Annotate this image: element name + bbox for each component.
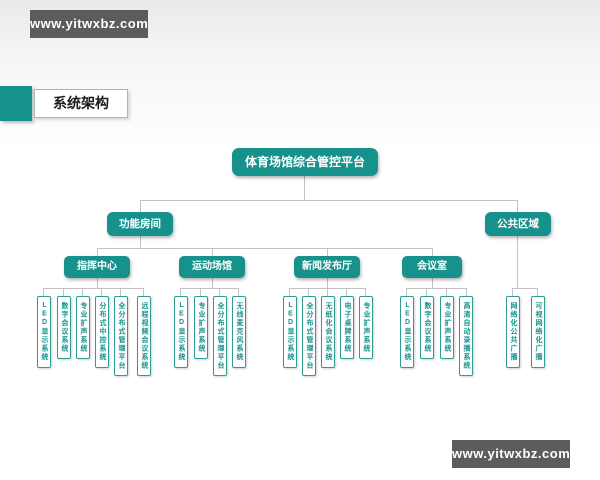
group-node-meeting-room: 会议室 <box>402 256 462 278</box>
connector-line <box>327 288 328 296</box>
connector-line <box>82 288 83 296</box>
connector-line <box>43 288 144 289</box>
page-title: 系统架构 <box>34 89 128 118</box>
connector-line <box>289 288 290 296</box>
connector-line <box>63 288 64 296</box>
connector-line <box>140 200 141 212</box>
connector-line <box>97 278 98 288</box>
connector-line <box>97 248 432 249</box>
leaf-node: 无纸化会议系统 <box>321 296 335 368</box>
leaf-node: 可视网络化广播 <box>531 296 545 368</box>
watermark-top: www.yitwxbz.com <box>30 10 148 38</box>
leaf-node: 高清自动录播系统 <box>459 296 473 376</box>
leaf-node: 数字会议系统 <box>57 296 71 359</box>
leaf-node: 分布式中控系统 <box>95 296 109 368</box>
connector-line <box>432 278 433 288</box>
leaf-node: 远程视频会议系统 <box>137 296 151 376</box>
group-node-press-hall: 新闻发布厅 <box>294 256 360 278</box>
leaf-node: 全分布式管理平台 <box>114 296 128 376</box>
connector-line <box>512 288 513 296</box>
connector-line <box>212 278 213 288</box>
leaf-node: 全分布式管理平台 <box>213 296 227 376</box>
leaf-node: 电子桌牌系统 <box>340 296 354 359</box>
leaf-node: 专业扩声系统 <box>359 296 373 359</box>
root-node: 体育场馆综合管控平台 <box>232 148 378 176</box>
connector-line <box>346 288 347 296</box>
connector-line <box>537 288 538 296</box>
connector-line <box>200 288 201 296</box>
connector-line <box>238 288 239 296</box>
leaf-node: 专业扩声系统 <box>194 296 208 359</box>
leaf-node: 网络化公共广播 <box>506 296 520 368</box>
connector-line <box>365 288 366 296</box>
leaf-node: 数字会议系统 <box>420 296 434 359</box>
connector-line <box>43 288 44 296</box>
connector-line <box>327 278 328 288</box>
heading-accent-block <box>0 86 32 121</box>
watermark-bottom: www.yitwxbz.com <box>452 440 570 468</box>
connector-line <box>219 288 220 296</box>
leaf-node: 专业扩声系统 <box>76 296 90 359</box>
connector-line <box>140 236 141 248</box>
connector-line <box>212 248 213 256</box>
connector-line <box>466 288 467 296</box>
connector-line <box>97 248 98 256</box>
connector-line <box>180 288 239 289</box>
leaf-node: LED显示系统 <box>283 296 297 368</box>
connector-line <box>143 288 144 296</box>
connector-line <box>180 288 181 296</box>
connector-line <box>406 288 407 296</box>
leaf-node: LED显示系统 <box>37 296 51 368</box>
connector-line <box>517 236 518 288</box>
branch-node-public-area: 公共区域 <box>485 212 551 236</box>
group-node-sports-venue: 运动场馆 <box>179 256 245 278</box>
leaf-node: 全分布式管理平台 <box>302 296 316 376</box>
connector-line <box>140 200 518 201</box>
connector-line <box>446 288 447 296</box>
connector-line <box>101 288 102 296</box>
connector-line <box>120 288 121 296</box>
connector-line <box>426 288 427 296</box>
connector-line <box>406 288 466 289</box>
leaf-node: LED显示系统 <box>174 296 188 368</box>
leaf-node: 无线麦克风系统 <box>232 296 246 368</box>
connector-line <box>517 200 518 212</box>
connector-line <box>512 288 538 289</box>
connector-line <box>308 288 309 296</box>
connector-line <box>304 176 305 200</box>
leaf-node: 专业扩声系统 <box>440 296 454 359</box>
group-node-command-center: 指挥中心 <box>64 256 130 278</box>
connector-line <box>432 248 433 256</box>
leaf-node: LED显示系统 <box>400 296 414 368</box>
connector-line <box>327 248 328 256</box>
branch-node-functional-rooms: 功能房间 <box>107 212 173 236</box>
